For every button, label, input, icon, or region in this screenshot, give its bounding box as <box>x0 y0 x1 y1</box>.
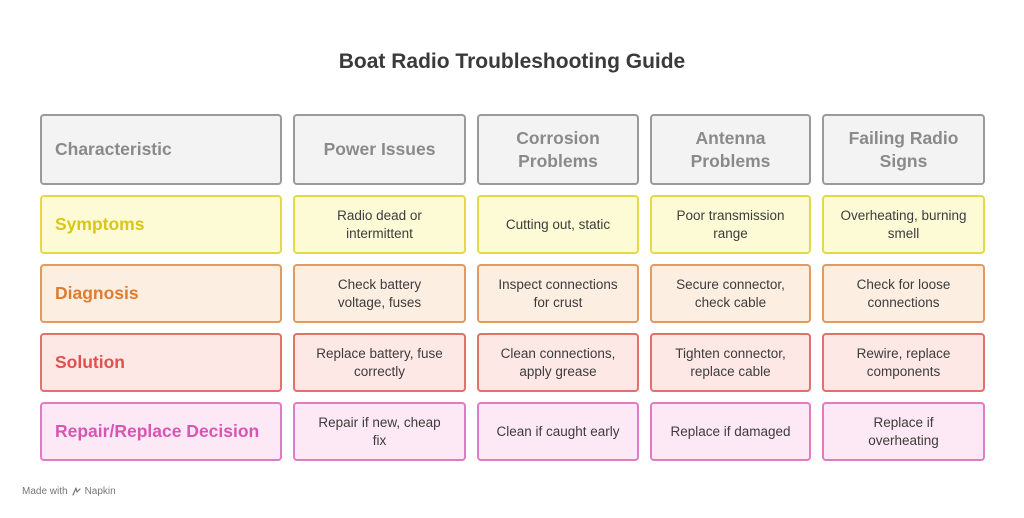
cell-text: Replace if overheating <box>868 414 939 448</box>
cell-repair-failing: Replace if overheating <box>822 402 985 461</box>
cell-text: Overheating, burning smell <box>840 207 967 241</box>
row-label: Symptoms <box>55 214 145 235</box>
row-label: Repair/Replace Decision <box>55 421 260 442</box>
row-label-repair-replace: Repair/Replace Decision <box>40 402 282 461</box>
cell-solution-corrosion: Clean connections, apply grease <box>477 333 639 392</box>
footer-made-with: Made with <box>22 486 68 497</box>
row-label: Solution <box>55 352 125 373</box>
row-label: Diagnosis <box>55 283 139 304</box>
footer-brand: Napkin <box>84 486 116 497</box>
header-corrosion-problems: Corrosion Problems <box>477 114 639 185</box>
row-label-diagnosis: Diagnosis <box>40 264 282 323</box>
cell-diagnosis-corrosion: Inspect connections for crust <box>477 264 639 323</box>
row-label-solution: Solution <box>40 333 282 392</box>
footer-attribution: Made with Napkin <box>22 486 116 497</box>
cell-repair-corrosion: Clean if caught early <box>477 402 639 461</box>
cell-symptoms-power: Radio dead or intermittent <box>293 195 466 254</box>
cell-solution-power: Replace battery, fuse correctly <box>293 333 466 392</box>
row-label-symptoms: Symptoms <box>40 195 282 254</box>
napkin-logo-icon <box>71 486 82 497</box>
cell-text: Cutting out, static <box>505 216 611 232</box>
cell-diagnosis-power: Check battery voltage, fuses <box>293 264 466 323</box>
cell-text: Rewire, replace components <box>856 345 951 379</box>
cell-repair-antenna: Replace if damaged <box>650 402 811 461</box>
cell-text: Poor transmission range <box>676 207 785 241</box>
cell-text: Clean connections, apply grease <box>500 345 616 379</box>
cell-diagnosis-failing: Check for loose connections <box>822 264 985 323</box>
cell-solution-failing: Rewire, replace components <box>822 333 985 392</box>
cell-text: Radio dead or intermittent <box>337 207 422 241</box>
header-label: Failing Radio Signs <box>848 127 959 171</box>
header-label: Corrosion Problems <box>516 127 600 171</box>
header-characteristic: Characteristic <box>40 114 282 185</box>
cell-text: Clean if caught early <box>496 423 620 439</box>
header-power-issues: Power Issues <box>293 114 466 185</box>
header-antenna-problems: Antenna Problems <box>650 114 811 185</box>
header-label: Antenna Problems <box>690 127 771 171</box>
header-failing-radio-signs: Failing Radio Signs <box>822 114 985 185</box>
cell-text: Replace if damaged <box>670 423 791 439</box>
cell-text: Inspect connections for crust <box>498 276 618 310</box>
cell-text: Check for loose connections <box>856 276 951 310</box>
cell-text: Secure connector, check cable <box>676 276 785 310</box>
cell-symptoms-corrosion: Cutting out, static <box>477 195 639 254</box>
cell-solution-antenna: Tighten connector, replace cable <box>650 333 811 392</box>
header-label: Characteristic <box>55 139 172 160</box>
header-label: Power Issues <box>323 139 436 160</box>
page-title: Boat Radio Troubleshooting Guide <box>338 50 686 73</box>
cell-symptoms-failing: Overheating, burning smell <box>822 195 985 254</box>
cell-symptoms-antenna: Poor transmission range <box>650 195 811 254</box>
cell-text: Replace battery, fuse correctly <box>316 345 443 379</box>
cell-text: Repair if new, cheap fix <box>318 414 441 448</box>
cell-text: Tighten connector, replace cable <box>675 345 786 379</box>
cell-diagnosis-antenna: Secure connector, check cable <box>650 264 811 323</box>
cell-text: Check battery voltage, fuses <box>337 276 422 310</box>
cell-repair-power: Repair if new, cheap fix <box>293 402 466 461</box>
